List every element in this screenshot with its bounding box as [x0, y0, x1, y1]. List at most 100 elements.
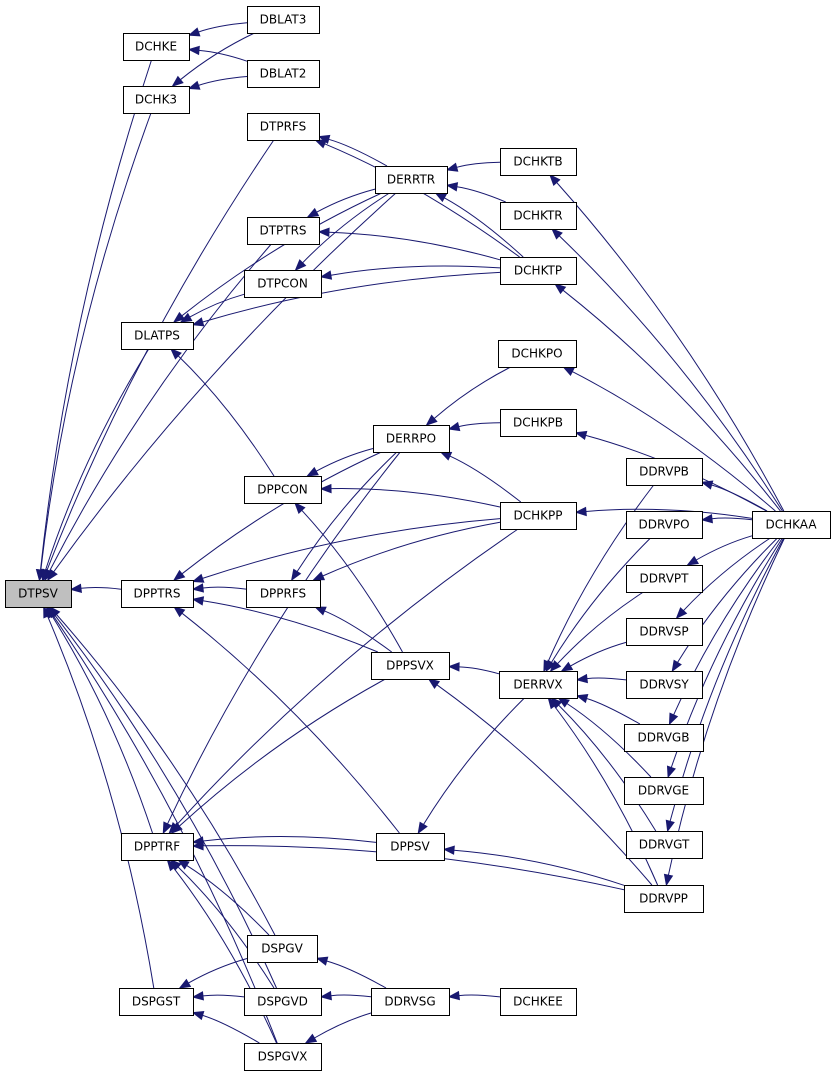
edge-line [198, 49, 248, 62]
edge-dspgv-to-dpptrf [177, 859, 270, 936]
node-ddrvsy[interactable]: DDRVSY [626, 671, 703, 699]
node-dspgv[interactable]: DSPGV [247, 935, 318, 963]
node-dchkpo[interactable]: DCHKPO [498, 340, 577, 368]
node-ddrvpo[interactable]: DDRVPO [626, 511, 703, 539]
edge-derrvx-to-dppsv [417, 697, 525, 835]
arrow-head-icon [171, 75, 184, 87]
node-dppsvx[interactable]: DPPSVX [371, 652, 450, 680]
arrow-head-icon [41, 568, 51, 582]
edge-ddrvsg-to-dspgvx [304, 1012, 372, 1044]
arrow-head-icon [162, 821, 173, 835]
node-derrvx[interactable]: DERRVX [499, 671, 578, 699]
graph-edges [35, 22, 785, 1044]
node-label: DCHKE [135, 40, 177, 54]
edge-ddrvpp-to-dppsv [442, 845, 625, 886]
node-dchkee[interactable]: DCHKEE [500, 988, 577, 1016]
node-dtpsv[interactable]: DTPSV [5, 580, 72, 608]
node-dchkpp[interactable]: DCHKPP [500, 502, 577, 530]
node-ddrvpb[interactable]: DDRVPB [626, 458, 703, 486]
edge-line [436, 684, 653, 886]
node-box [121, 833, 194, 861]
node-label: DCHKEE [513, 995, 563, 1009]
edge-line [558, 704, 657, 832]
node-dtpcon[interactable]: DTPCON [244, 270, 322, 298]
node-box [499, 671, 578, 699]
node-dchkpb[interactable]: DCHKPB [500, 409, 577, 437]
node-dppcon[interactable]: DPPCON [244, 476, 322, 504]
node-ddrvgb[interactable]: DDRVGB [624, 724, 704, 752]
node-dpprfs[interactable]: DPPRFS [246, 580, 321, 608]
edge-dchkpp-to-derrpo [439, 451, 522, 503]
node-dchke[interactable]: DCHKE [123, 33, 190, 61]
node-ddrvpp[interactable]: DDRVPP [624, 885, 704, 913]
node-dblat3[interactable]: DBLAT3 [247, 6, 320, 34]
node-box [626, 671, 703, 699]
node-dppsv[interactable]: DPPSV [376, 833, 445, 861]
node-derrpo[interactable]: DERRPO [373, 425, 450, 453]
node-dspgvd[interactable]: DSPGVD [244, 988, 322, 1016]
node-box [247, 217, 320, 245]
node-label: DTPRFS [260, 120, 306, 134]
node-dspgvx[interactable]: DSPGVX [244, 1043, 322, 1071]
node-label: DSPGVD [257, 995, 308, 1009]
edge-line [324, 143, 520, 258]
node-dtptrs[interactable]: DTPTRS [247, 217, 320, 245]
node-ddrvge[interactable]: DDRVGE [624, 777, 704, 805]
node-dchktr[interactable]: DCHKTR [500, 202, 577, 230]
edge-dchktp-to-dlatps [191, 271, 501, 327]
node-dspgst[interactable]: DSPGST [119, 988, 194, 1016]
node-dchk3[interactable]: DCHK3 [123, 86, 190, 114]
node-box [121, 580, 194, 608]
edge-line [570, 641, 627, 667]
node-dtprfs[interactable]: DTPRFS [247, 113, 320, 141]
arrow-head-icon [668, 712, 679, 726]
edge-line [550, 537, 651, 663]
edge-dchkpb-to-derrpo [447, 421, 501, 432]
edge-dchkaa-to-dchktr [551, 228, 783, 512]
node-box [247, 6, 320, 34]
arrow-head-icon [445, 162, 459, 172]
edge-line [547, 484, 655, 663]
node-ddrvsg[interactable]: DDRVSG [371, 988, 450, 1016]
node-ddrvsp[interactable]: DDRVSP [626, 618, 703, 646]
node-ddrvpt[interactable]: DDRVPT [626, 565, 703, 593]
edge-line [52, 615, 278, 1044]
edge-line [202, 836, 377, 843]
edge-line [558, 235, 783, 512]
node-dpptrf[interactable]: DPPTRF [121, 833, 194, 861]
node-dchktb[interactable]: DCHKTB [500, 148, 577, 176]
edge-line [80, 587, 122, 590]
node-label: DBLAT3 [260, 13, 307, 27]
node-dchkaa[interactable]: DCHKAA [752, 511, 831, 539]
node-box [624, 777, 704, 805]
node-label: DERRVX [513, 678, 562, 692]
node-label: DPPTRS [134, 587, 181, 601]
edge-derrtr-to-dlatps [172, 192, 382, 323]
node-box [624, 885, 704, 913]
node-label: DPPSVX [386, 659, 434, 673]
edge-line [683, 537, 771, 612]
arrow-head-icon [554, 283, 567, 295]
node-dchktp[interactable]: DCHKTP [500, 257, 577, 285]
edge-derrvx-to-dppsvx [447, 662, 500, 675]
edge-line [314, 1012, 372, 1039]
edge-dspgvx-to-dtpsv [46, 605, 278, 1044]
node-dlatps[interactable]: DLATPS [121, 322, 194, 350]
edge-dchkpp-to-dpprfs [312, 521, 501, 581]
node-label: DPPCON [257, 483, 308, 497]
arrow-head-icon [545, 659, 556, 673]
node-dblat2[interactable]: DBLAT2 [247, 60, 320, 88]
node-label: DCHKPB [513, 416, 563, 430]
edge-dspgvx-to-dpptrf [166, 858, 277, 1044]
edge-line [326, 960, 387, 989]
edge-derrtr-to-dtptrs [306, 188, 376, 218]
edge-line [585, 508, 753, 519]
node-box [626, 831, 703, 859]
edge-line [181, 612, 400, 834]
edge-derrpo-to-dppcon [306, 448, 374, 477]
node-label: DSPGVX [258, 1050, 308, 1064]
edge-dpptrs-to-dtpsv [69, 583, 122, 593]
node-derrtr[interactable]: DERRTR [375, 166, 448, 194]
node-dpptrs[interactable]: DPPTRS [121, 580, 194, 608]
node-ddrvgt[interactable]: DDRVGT [626, 831, 703, 859]
